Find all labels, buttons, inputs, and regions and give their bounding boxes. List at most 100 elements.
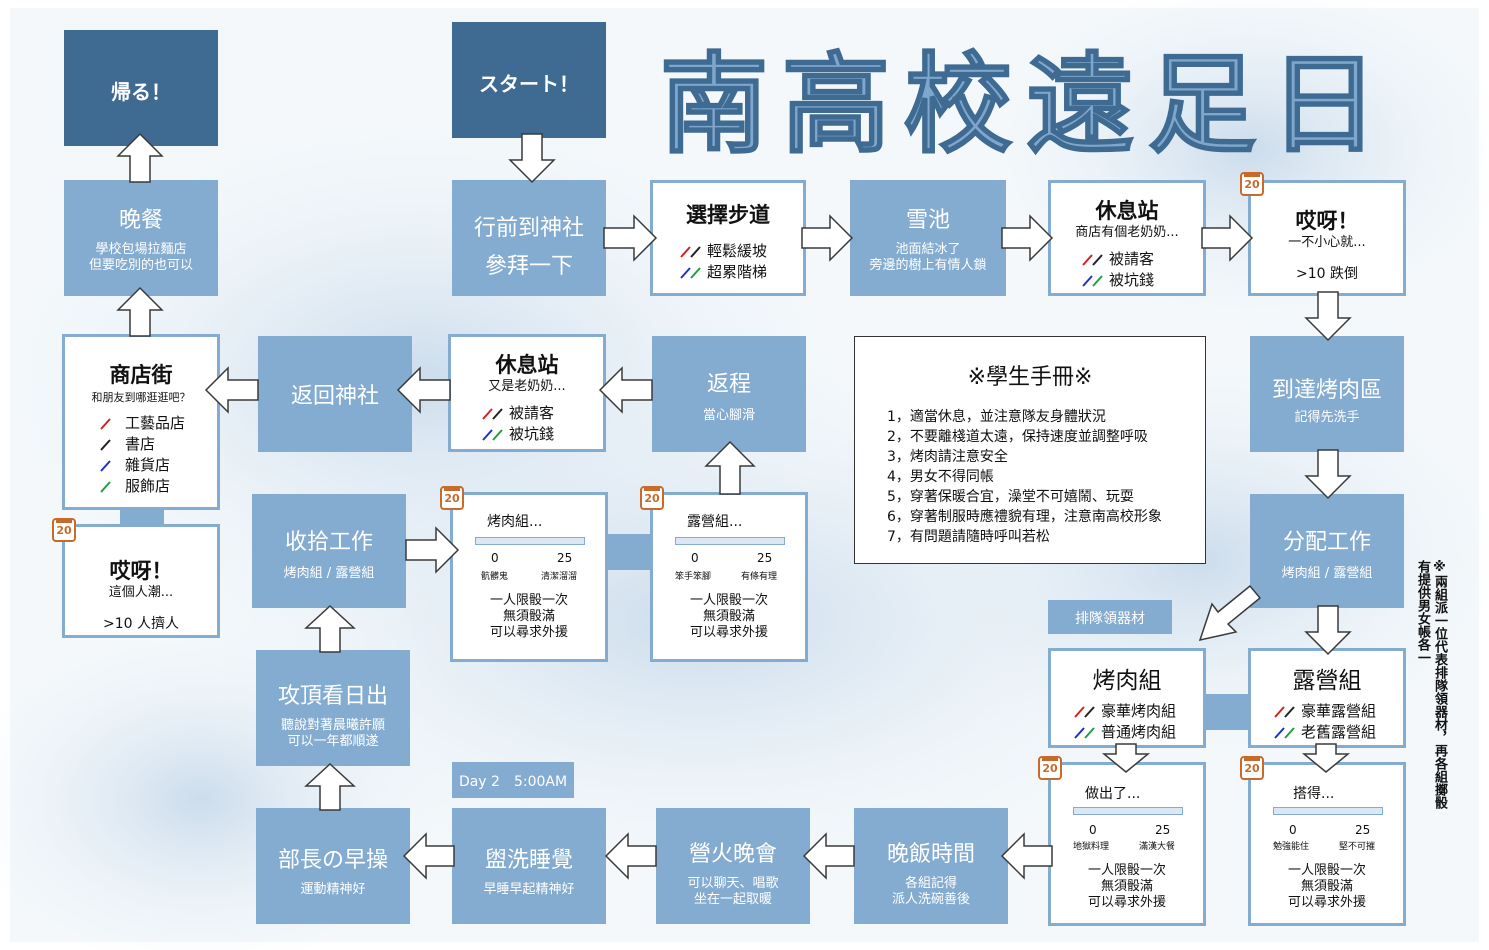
cleanup-title: 收拾工作 [284,530,373,555]
rest2-sub: 又是老奶奶... [488,379,566,394]
cook-check-rule: 可以尋求外援 [1087,895,1166,910]
street-option-1: 工藝品店 [97,413,217,434]
sunrise-sub1: 聽說對著晨曦許願 [280,718,385,733]
street-title: 商店街 [109,363,173,387]
connector-groups [1204,694,1250,730]
right-arrow-icon [405,526,460,574]
right-arrow-icon [603,214,658,262]
dinner-title: 晚餐 [118,208,163,233]
bbq-check-rule: 可以尋求外援 [489,625,568,640]
rest1-options: 被請客 被坑錢 [1081,249,1203,291]
street-option-2-label: 書店 [125,435,156,453]
start-label: スタート！ [479,72,579,96]
bbq-area-title: 到達烤肉區 [1271,378,1382,403]
pen-icon [1073,722,1101,743]
tent-check-max-label: 堅不可摧 [1339,842,1376,852]
down-arrow-icon [1301,743,1351,773]
pen-icon [1073,701,1101,722]
trail-option-1-label: 輕鬆緩坡 [707,242,768,260]
tent-check-max: 25 [1355,823,1371,837]
cook-check-bar [1073,807,1183,815]
bbq-group-option-1-label: 豪華烤肉組 [1101,702,1177,720]
campfire-box: 營火晚會 可以聊天、唱歌 坐在一起取暖 [656,808,810,924]
down-arrow-icon [1101,743,1151,773]
down-arrow-icon [1304,291,1352,342]
street-option-4-label: 服飾店 [125,477,171,495]
bbq-check-rule: 無須骰滿 [502,609,555,624]
rest1-sub: 商店有個老奶奶... [1075,225,1179,240]
side-note-line2: 有提供男女帳各一 [1415,560,1430,664]
bbq-area-sub: 記得先洗手 [1294,410,1360,425]
day2-label-box: Day 2 5:00AM [452,762,574,798]
sunrise-sub2: 可以一年都順遂 [287,734,379,749]
sunrise-box: 攻頂看日出 聽說對著晨曦許願 可以一年都順遂 [256,650,410,766]
sleep-title: 盥洗睡覺 [484,848,573,873]
queue-label-box: 排隊領器材 [1048,600,1172,634]
supper-title: 晚飯時間 [886,842,975,867]
trail-options: 輕鬆緩坡 超累階梯 [679,241,803,283]
pond-sub2: 旁邊的樹上有情人鎖 [869,258,987,273]
rest2-option-2: 被坑錢 [481,424,603,445]
camp-check-max: 25 [757,551,773,565]
bbq-check-min: 0 [491,551,499,565]
dinner-sub1: 學校包場拉麵店 [95,242,187,257]
calendar-icon: 20 [52,518,76,542]
street-option-1-label: 工藝品店 [125,414,186,432]
pen-icon [1273,722,1301,743]
cook-check-rule: 一人限骰一次 [1087,863,1166,878]
sleep-sub: 早睡早起精神好 [483,882,575,897]
sunrise-title: 攻頂看日出 [277,684,388,709]
rest1-option-1-label: 被請客 [1109,250,1155,268]
supper-box: 晚飯時間 各組記得 派人洗碗善後 [854,808,1008,924]
connector-street-crowd [120,508,164,528]
calendar-icon: 20 [1240,172,1264,196]
pen-icon [1081,249,1109,270]
cook-check-rules: 一人限骰一次 無須骰滿 可以尋求外援 [1051,863,1203,911]
right-arrow-icon [1001,214,1054,262]
camp-check-min-label: 笨手笨腳 [675,572,712,582]
camp-group-box: 露營組 豪華露營組 老舊露營組 [1248,648,1406,748]
handbook-rule: 1，適當休息，並注意隊友身體狀況 [887,409,1106,425]
camp-check-rule: 可以尋求外援 [689,625,768,640]
trail-option-1: 輕鬆緩坡 [679,241,803,262]
cook-check-title: 做出了... [1085,786,1141,802]
fall-sub: 一不小心就... [1288,235,1366,250]
left-arrow-icon [402,832,455,880]
connector-checks [606,534,652,570]
camp-group-options: 豪華露營組 老舊露營組 [1273,701,1403,743]
pen-icon [481,403,509,424]
camp-check-max-label: 有條有理 [741,572,778,582]
bbq-group-option-2: 普通烤肉組 [1073,722,1203,743]
campfire-sub2: 坐在一起取暖 [693,892,772,907]
bbq-check-max: 25 [557,551,573,565]
return-title: 返程 [706,372,751,397]
side-note: ※兩組派一位代表排隊領器材，再各組擲骰 有提供男女帳各一 [1414,560,1448,809]
bbq-check-rules: 一人限骰一次 無須骰滿 可以尋求外援 [453,593,605,641]
camp-check-box: 露營組... 0 25 笨手笨腳 有條有理 一人限骰一次 無須骰滿 可以尋求外援 [650,492,808,662]
start-box: スタート！ [452,22,606,138]
dinner-sub2: 但要吃別的也可以 [88,258,193,273]
exercise-sub: 運動精神好 [300,882,366,897]
shrine-line2: 參拜一下 [484,254,573,279]
pen-icon [1273,701,1301,722]
rest2-option-2-label: 被坑錢 [509,425,555,443]
street-option-3: 雜貨店 [97,455,217,476]
cook-check-box: 做出了... 0 25 地獄料理 滿漢大餐 一人限骰一次 無須骰滿 可以尋求外援 [1048,762,1206,926]
home-box: 帰る！ [64,30,218,146]
crowd-box: 哎呀！ 這個人潮... >10 人擠人 [62,524,220,638]
pen-icon [97,434,125,455]
camp-group-option-2: 老舊露營組 [1273,722,1403,743]
street-option-2: 書店 [97,434,217,455]
exercise-box: 部長の早操 運動精神好 [256,808,410,924]
fall-title: 哎呀！ [1295,209,1359,233]
exercise-title: 部長の早操 [277,848,388,873]
rest2-title: 休息站 [495,353,559,377]
shrine-box: 行前到神社 參拜一下 [452,180,606,296]
rest2-option-1: 被請客 [481,403,603,424]
cleanup-box: 收拾工作 烤肉組 / 露營組 [252,494,406,608]
camp-check-rule: 無須骰滿 [702,609,755,624]
pond-sub1: 池面結冰了 [895,242,961,257]
page-title: 南高校遠足日 [659,42,1393,169]
bbq-group-option-2-label: 普通烤肉組 [1101,723,1177,741]
assign-title: 分配工作 [1282,530,1371,555]
